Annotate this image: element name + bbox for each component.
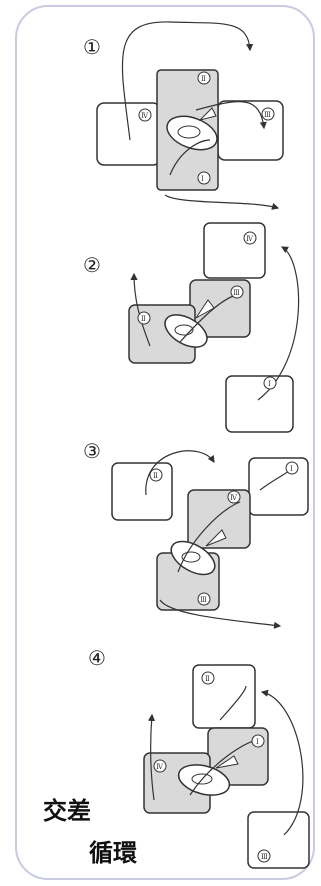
step-1-tile-right <box>217 100 284 161</box>
step-1-label-top: Ⅱ <box>201 75 206 83</box>
step-3-number: ③ <box>83 439 101 463</box>
step-2-label-left: Ⅱ <box>141 315 146 323</box>
step-1-label-left: Ⅳ <box>141 112 149 120</box>
step-3-label-center-top: Ⅳ <box>230 494 238 502</box>
caption-line-2: 循環 <box>89 839 138 867</box>
step-4-label-top: Ⅱ <box>205 675 210 683</box>
caption-line-1: 交差 <box>43 797 91 825</box>
step-2-tile-bottom <box>225 375 294 433</box>
step-4-diagram: ④ Ⅱ Ⅰ Ⅳ Ⅲ <box>88 646 310 869</box>
step-1-label-right: Ⅲ <box>264 111 271 119</box>
outer-frame <box>15 5 315 880</box>
step-1-label-bottom: Ⅰ <box>201 175 204 183</box>
step-4-tile-bottom <box>247 811 310 869</box>
step-3-label-center-bottom: Ⅲ <box>200 596 207 604</box>
step-3-label-right: Ⅰ <box>290 465 293 473</box>
step-4-label-right: Ⅰ <box>256 738 259 746</box>
step-4-number: ④ <box>88 646 106 670</box>
step-4-label-bottom: Ⅲ <box>261 853 268 861</box>
step-3-diagram: ③ Ⅱ Ⅰ Ⅳ Ⅲ <box>83 439 309 629</box>
step-3-label-left: Ⅱ <box>153 472 158 480</box>
step-1-number: ① <box>83 35 101 59</box>
step-3-tile-right <box>248 457 309 516</box>
step-2-tile-top <box>203 222 266 279</box>
step-1-diagram: ① Ⅱ Ⅳ Ⅲ Ⅰ <box>83 21 284 210</box>
step-2-label-bottom: Ⅰ <box>268 380 271 388</box>
step-2-diagram: ② Ⅳ Ⅲ Ⅱ Ⅰ <box>83 222 300 433</box>
step-4-tile-top <box>192 664 256 729</box>
step-2-label-right: Ⅲ <box>233 289 240 297</box>
step-2-number: ② <box>83 253 101 277</box>
step-4-label-left: Ⅳ <box>156 763 164 771</box>
step-3-tile-left <box>111 462 173 521</box>
step-2-label-top: Ⅳ <box>246 235 254 243</box>
